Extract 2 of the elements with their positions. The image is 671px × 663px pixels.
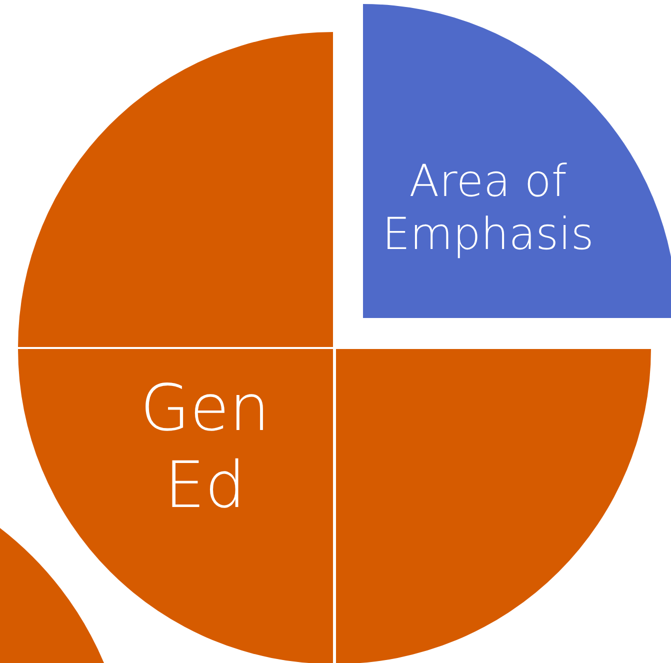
sector-label: Gen Ed [139,371,271,525]
sector-label: Area of Emphasis [381,156,595,262]
